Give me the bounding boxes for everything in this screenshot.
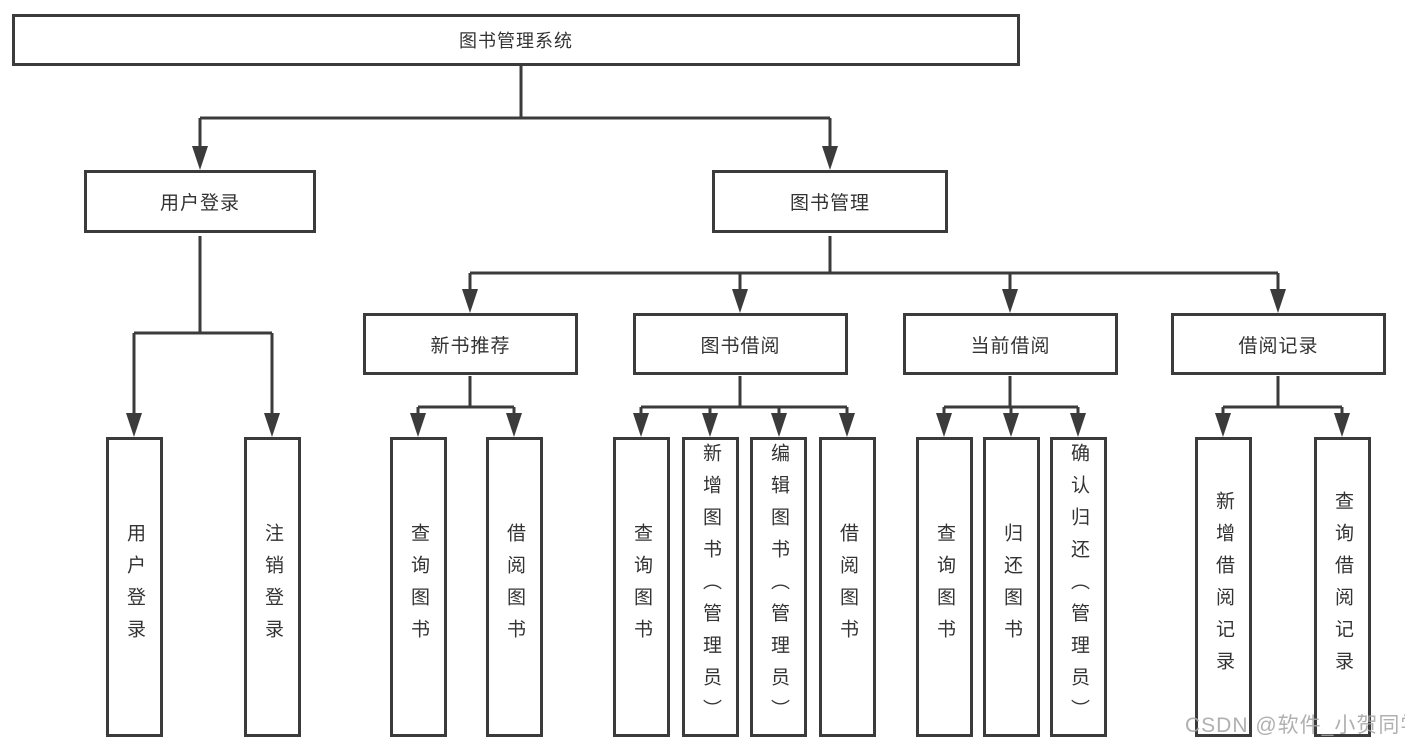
leaf-current-return-book-label: 归还图书	[1001, 523, 1022, 651]
leaf-records-query-record-label: 查询借阅记录	[1332, 491, 1353, 683]
leaf-borrow-add-book-admin: 新增图书（管理员）	[682, 437, 739, 737]
leaf-borrow-add-book-admin-label: 新增图书（管理员）	[700, 443, 721, 731]
node-user-login: 用户登录	[84, 170, 316, 233]
branch-lines	[132, 66, 1344, 421]
arrow-down-icon	[822, 146, 838, 170]
leaf-current-query-book-label: 查询图书	[934, 523, 955, 651]
arrow-down-icon	[1270, 289, 1286, 313]
node-current-borrow-label: 当前借阅	[970, 335, 1051, 357]
node-book-borrow-label: 图书借阅	[700, 335, 781, 357]
arrow-down-icon	[264, 413, 280, 437]
leaf-borrow-query-book: 查询图书	[613, 437, 670, 737]
node-book-management: 图书管理	[712, 170, 948, 233]
leaf-current-confirm-return-admin: 确认归还（管理员）	[1050, 437, 1107, 737]
leaf-borrow-edit-book-admin: 编辑图书（管理员）	[750, 437, 807, 737]
arrow-down-icon	[771, 413, 787, 437]
leaf-borrow-query-book-label: 查询图书	[631, 523, 652, 651]
leaf-logout: 注销登录	[244, 437, 301, 737]
arrow-down-icon	[732, 289, 748, 313]
leaf-current-query-book: 查询图书	[916, 437, 973, 737]
leaf-records-query-record: 查询借阅记录	[1314, 437, 1371, 737]
leaf-logout-label: 注销登录	[262, 523, 283, 651]
leaf-recommend-borrow-book: 借阅图书	[486, 437, 543, 737]
leaf-borrow-edit-book-admin-label: 编辑图书（管理员）	[768, 443, 789, 731]
node-borrow-records-label: 借阅记录	[1238, 335, 1319, 357]
arrow-down-icon	[936, 413, 952, 437]
leaf-records-add-record-label: 新增借阅记录	[1213, 491, 1234, 683]
node-new-book-recommend: 新书推荐	[363, 313, 578, 375]
node-new-book-recommend-label: 新书推荐	[430, 335, 511, 357]
leaf-recommend-query-book: 查询图书	[390, 437, 447, 737]
arrow-down-icon	[506, 413, 522, 437]
node-root-label: 图书管理系统	[459, 31, 573, 51]
arrow-down-icon	[1215, 413, 1231, 437]
leaf-current-confirm-return-admin-label: 确认归还（管理员）	[1068, 443, 1089, 731]
leaf-borrow-borrow-book: 借阅图书	[819, 437, 876, 737]
arrow-down-icon	[192, 146, 208, 170]
arrow-down-icon	[1003, 413, 1019, 437]
arrow-down-icon	[1070, 413, 1086, 437]
leaf-recommend-query-book-label: 查询图书	[408, 523, 429, 651]
arrow-down-icon	[633, 413, 649, 437]
leaf-current-return-book: 归还图书	[983, 437, 1040, 737]
node-user-login-label: 用户登录	[159, 193, 240, 214]
arrow-down-icon	[702, 413, 718, 437]
leaf-records-add-record: 新增借阅记录	[1195, 437, 1252, 737]
node-root: 图书管理系统	[12, 14, 1020, 66]
csdn-watermark: CSDN @软件_小贺同学	[1185, 714, 1405, 737]
arrow-down-icon	[839, 413, 855, 437]
node-book-borrow: 图书借阅	[633, 313, 848, 375]
arrow-down-icon	[126, 413, 142, 437]
arrow-down-icon	[1002, 289, 1018, 313]
leaf-borrow-borrow-book-label: 借阅图书	[837, 523, 858, 651]
leaf-user-login: 用户登录	[106, 437, 163, 737]
arrow-down-icon	[1334, 413, 1350, 437]
node-book-management-label: 图书管理	[789, 193, 870, 214]
node-current-borrow: 当前借阅	[903, 313, 1118, 375]
leaf-recommend-borrow-book-label: 借阅图书	[504, 523, 525, 651]
leaf-user-login-label: 用户登录	[124, 523, 145, 651]
node-borrow-records: 借阅记录	[1171, 313, 1386, 375]
arrowheads	[126, 146, 1350, 437]
arrow-down-icon	[410, 413, 426, 437]
arrow-down-icon	[462, 289, 478, 313]
